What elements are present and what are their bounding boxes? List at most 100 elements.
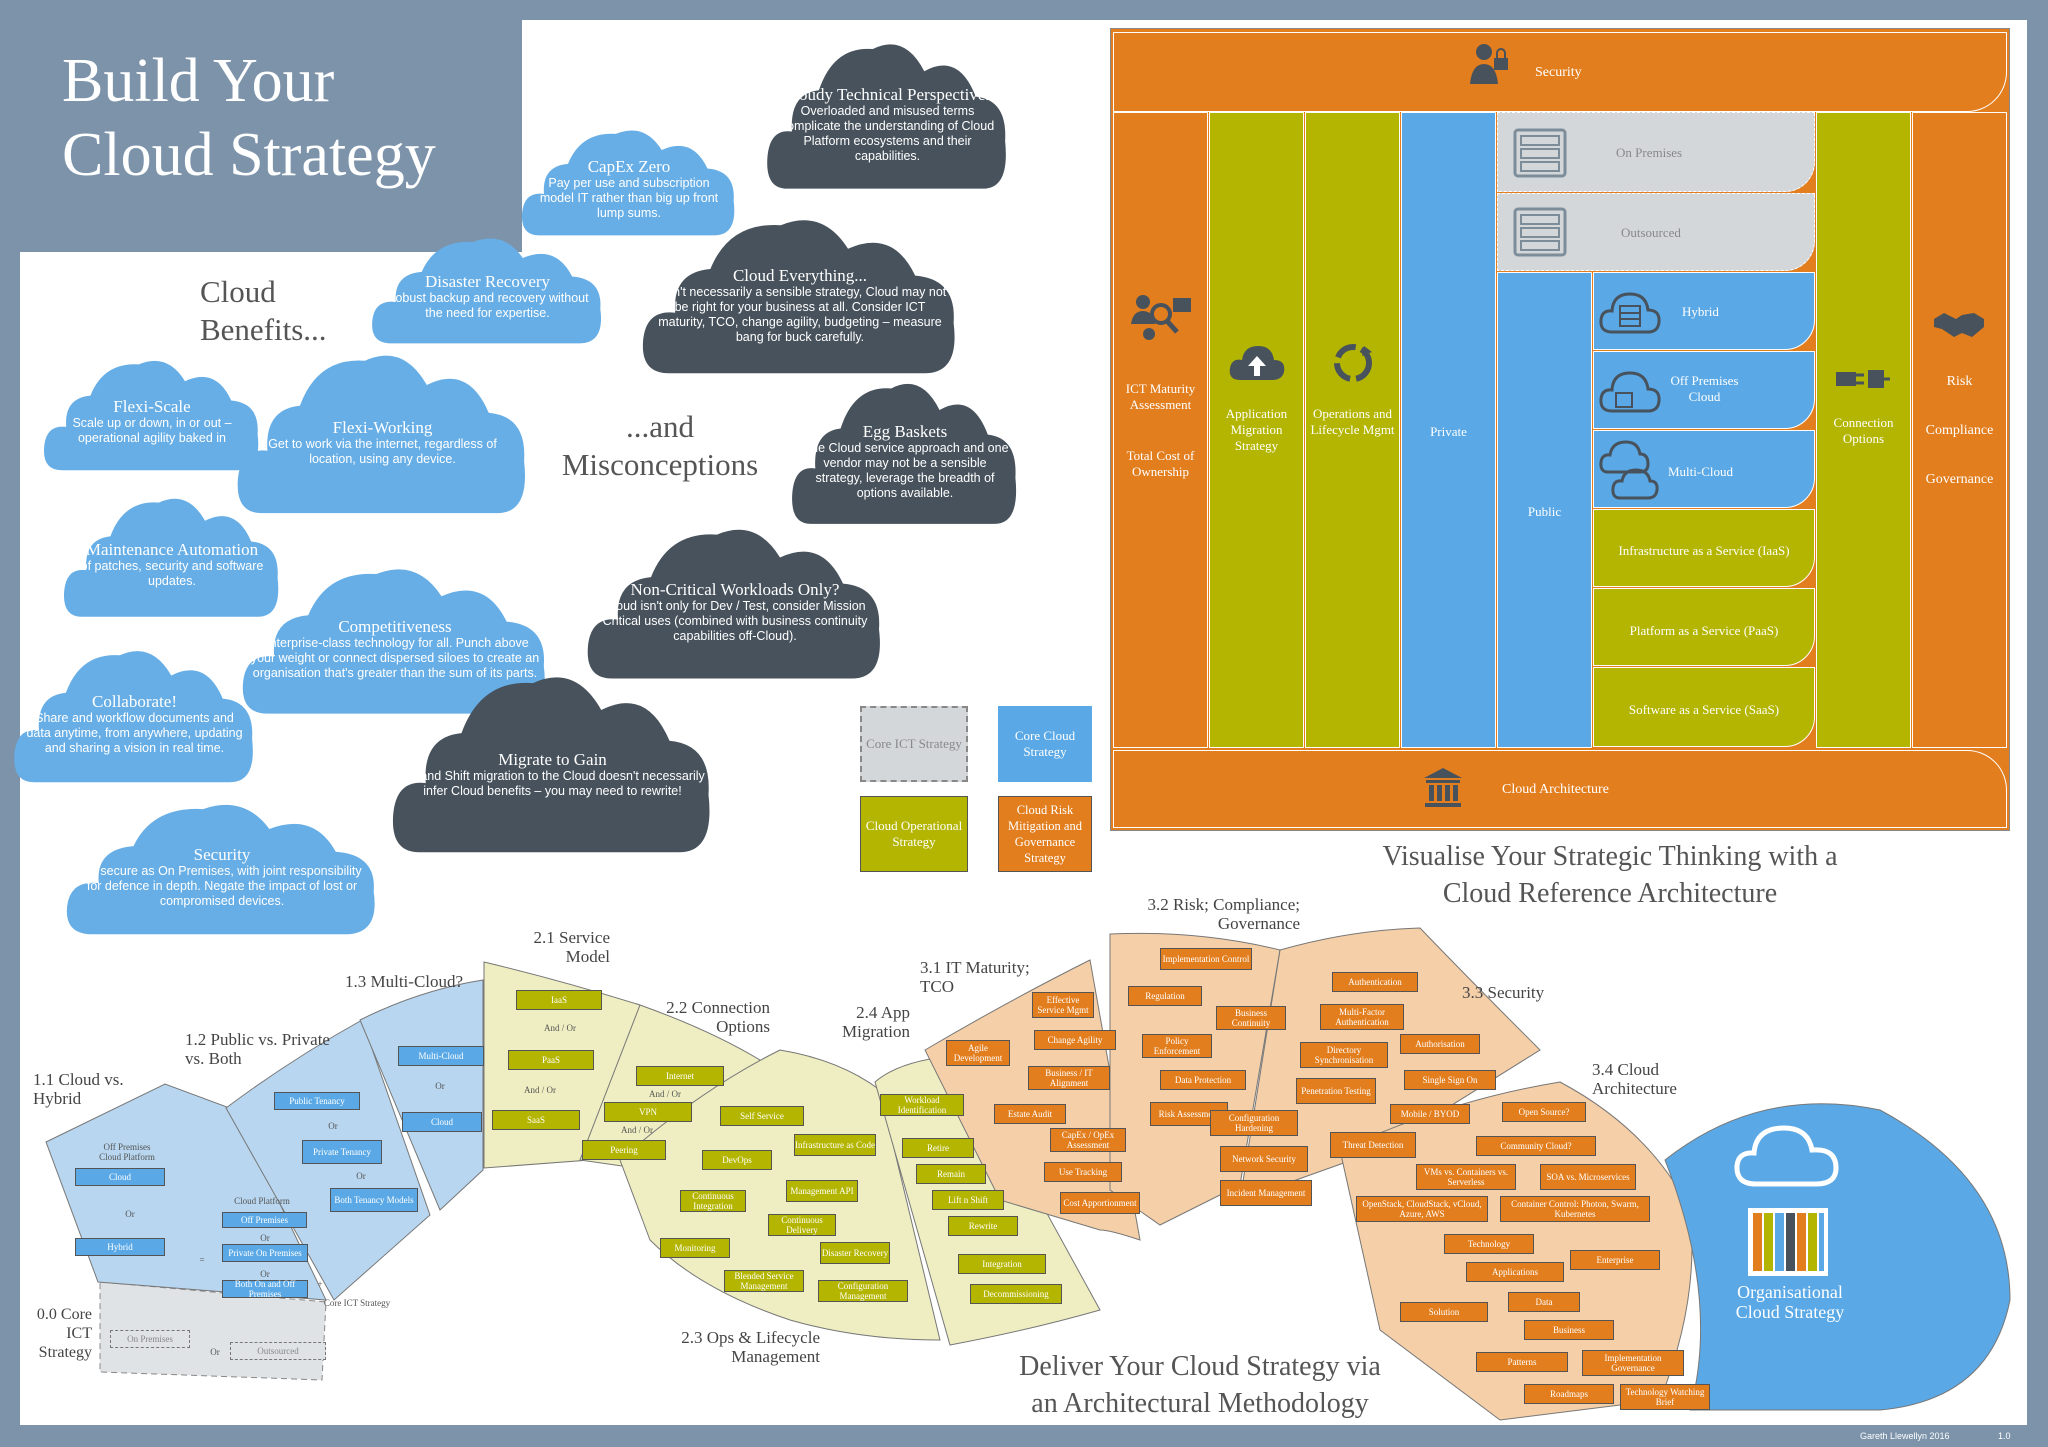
methodology-item: VPN [604,1102,692,1122]
benefit-cloud: Competitiveness Enterprise-class technol… [240,555,550,720]
arch-ops-lifecycle: Operations and Lifecycle Mgmt [1310,406,1395,437]
arch-on-premises [1497,112,1815,192]
methodology-item: Estate Audit [994,1104,1066,1124]
methodology-item: Rewrite [948,1216,1018,1236]
arch-iaas-label: Infrastructure as a Service (IaaS) [1618,543,1790,558]
methodology-item: Private Tenancy [302,1140,382,1164]
methodology-item: Technology Watching Brief [1620,1384,1710,1410]
misconception-cloud: Migrate to Gain Lift and Shift migration… [390,660,715,860]
arch-risk: Risk [1946,374,1973,389]
methodology-item: PaaS [508,1050,594,1070]
methodology-item: CapEx / OpEx Assessment [1050,1128,1126,1152]
arch-public: Public [1527,504,1562,519]
methodology-item: Continuous Integration [680,1190,746,1212]
book-stack-icon [1748,1208,1828,1276]
cloud-body: Robust backup and recovery without the n… [386,291,589,320]
connector-text: Or [260,1232,270,1243]
deliver-heading: Deliver Your Cloud Strategy via an Archi… [1019,1351,1381,1419]
connector-text: Cloud Platform [234,1196,290,1206]
cloud-server-icon [1598,361,1662,417]
arch-connection: Connection Options [1833,415,1894,446]
methodology-item: Implementation Governance [1582,1350,1684,1376]
plug-icon [1834,364,1890,394]
arch-saas [1593,667,1815,747]
arch-ict-column [1113,112,1208,748]
arch-multi-cloud-label: Multi-Cloud [1668,464,1734,479]
benefit-cloud: Maintenance Automation of patches, secur… [62,487,282,622]
methodology-item: Use Tracking [1044,1162,1122,1182]
handshake-icon [1932,307,1986,341]
arch-outsourced-label: Outsourced [1621,225,1681,240]
misconception-cloud: Egg Baskets One Cloud service approach a… [790,370,1020,530]
arch-outsourced [1497,193,1815,271]
connector-text: Or [328,1121,338,1131]
wheel-segment-organisational [1664,1103,2011,1411]
wheel-segment-2-3 [619,1049,941,1341]
methodology-item: Off Premises [222,1212,307,1228]
arch-compliance: Compliance [1925,423,1994,438]
arch-private-column [1401,112,1496,748]
building-icon [1422,766,1464,808]
cloud-body: ...isn't necessarily a sensible strategy… [653,284,947,344]
phase-label-1-2: 1.2 Public vs. Private vs. Both [185,1030,330,1068]
methodology-item: Lift n Shift [932,1190,1004,1210]
methodology-item: Disaster Recovery [820,1242,890,1264]
methodology-item: Infrastructure as Code [794,1134,876,1156]
methodology-item: Business [1524,1320,1614,1340]
methodology-item: VMs vs. Containers vs. Serverless [1416,1164,1516,1190]
misconception-cloud: Non-Critical Workloads Only? Cloud isn't… [585,515,885,685]
arch-ops-column [1305,112,1400,748]
cloud-body: Get to work via the internet, regardless… [268,437,497,466]
phase-label-3-4: 3.4 Cloud Architecture [1592,1060,1677,1098]
methodology-item: Decommissioning [970,1284,1062,1304]
page-title: Build Your Cloud Strategy [62,44,522,192]
methodology-item: Data [1508,1292,1580,1312]
user-lock-icon [1470,40,1510,86]
cycle-icon [1330,340,1376,386]
visualise-heading: Visualise Your Strategic Thinking with a… [1382,841,1838,909]
arch-connection-column [1816,112,1911,748]
cloud-body: Cloud isn't only for Dev / Test, conside… [602,599,868,643]
methodology-item: Multi-Cloud [398,1046,484,1066]
arch-hybrid-label: Hybrid [1682,304,1719,319]
arch-saas-label: Software as a Service (SaaS) [1628,702,1780,717]
methodology-item: Incident Management [1220,1180,1312,1206]
methodology-item: Multi-Factor Authentication [1320,1004,1404,1030]
methodology-item: Threat Detection [1330,1132,1416,1158]
legend-risk: Cloud Risk Mitigation and Governance Str… [998,796,1092,872]
cloud-title: CapEx Zero [587,156,671,176]
title-line-2: Cloud Strategy [62,121,436,189]
methodology-item: Continuous Delivery [768,1214,836,1236]
methodology-item: Patterns [1476,1352,1568,1372]
connector-text: Or [125,1209,135,1219]
connector-text: And / Or [649,1089,681,1099]
methodology-item: Both On and Off Premises [222,1279,308,1299]
methodology-item: Authentication [1332,972,1418,992]
arch-security-bar [1113,32,2007,112]
phase-label-1-1: 1.1 Cloud vs. Hybrid [33,1070,124,1108]
methodology-item: Retire [902,1138,974,1158]
methodology-item: Container Control: Photon, Swarm, Kubern… [1500,1196,1650,1222]
arch-app-migration: Application Migration Strategy [1225,406,1288,453]
arch-off-premises [1593,351,1815,429]
methodology-item: On Premises [110,1330,190,1348]
cloud-body: One Cloud service approach and one vendo… [801,440,1009,500]
phase-label-1-3: 1.3 Multi-Cloud? [345,972,464,991]
connector-text: Or [435,1081,445,1091]
methodology-item: Both Tenancy Models [330,1188,418,1212]
methodology-item: Implementation Control [1160,948,1252,970]
footer-author: Gareth Llewellyn 2016 [1860,1431,1950,1441]
methodology-item: Hybrid [75,1238,165,1256]
arch-iaas [1593,509,1815,587]
cloud-body: Lift and Shift migration to the Cloud do… [400,768,705,798]
arch-ict-maturity: ICT Maturity Assessment [1125,381,1196,412]
cloud-title: Competitiveness [338,617,452,636]
phase-label-0-0: 0.0 Core ICT Strategy [36,1306,92,1361]
methodology-item: Peering [582,1140,666,1160]
connector-text: And / Or [621,1125,653,1135]
cloud-title: Collaborate! [92,691,177,711]
methodology-item: Technology [1444,1234,1534,1254]
title-line-1: Build Your [62,47,335,115]
